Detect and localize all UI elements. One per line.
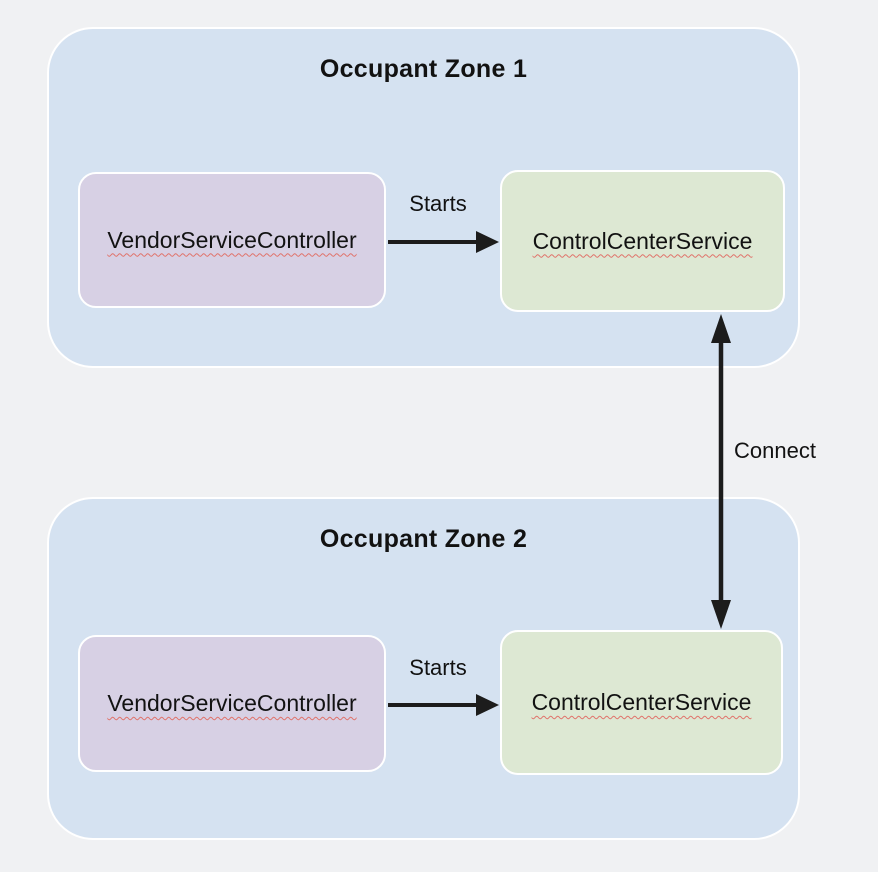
control-center-service-box-zone2: ControlCenterService (500, 630, 783, 775)
control-center-service-label-zone2: ControlCenterService (531, 689, 752, 715)
vendor-service-controller-label-zone2: VendorServiceController (107, 690, 357, 716)
vendor-service-controller-box-zone1: VendorServiceController (78, 172, 386, 308)
connect-arrow-label: Connect (734, 438, 816, 463)
vendor-service-controller-label-zone1: VendorServiceController (107, 226, 357, 253)
starts-arrow-label-zone2: Starts (409, 655, 467, 680)
control-center-service-label-zone1: ControlCenterService (532, 227, 753, 254)
occupant-zone-1-title: Occupant Zone 1 (319, 55, 528, 83)
control-center-service-box-zone1: ControlCenterService (500, 170, 785, 312)
starts-arrow-label-zone1: Starts (409, 191, 467, 216)
occupant-zone-2-title: Occupant Zone 2 (319, 525, 528, 553)
vendor-service-controller-box-zone2: VendorServiceController (78, 635, 386, 772)
